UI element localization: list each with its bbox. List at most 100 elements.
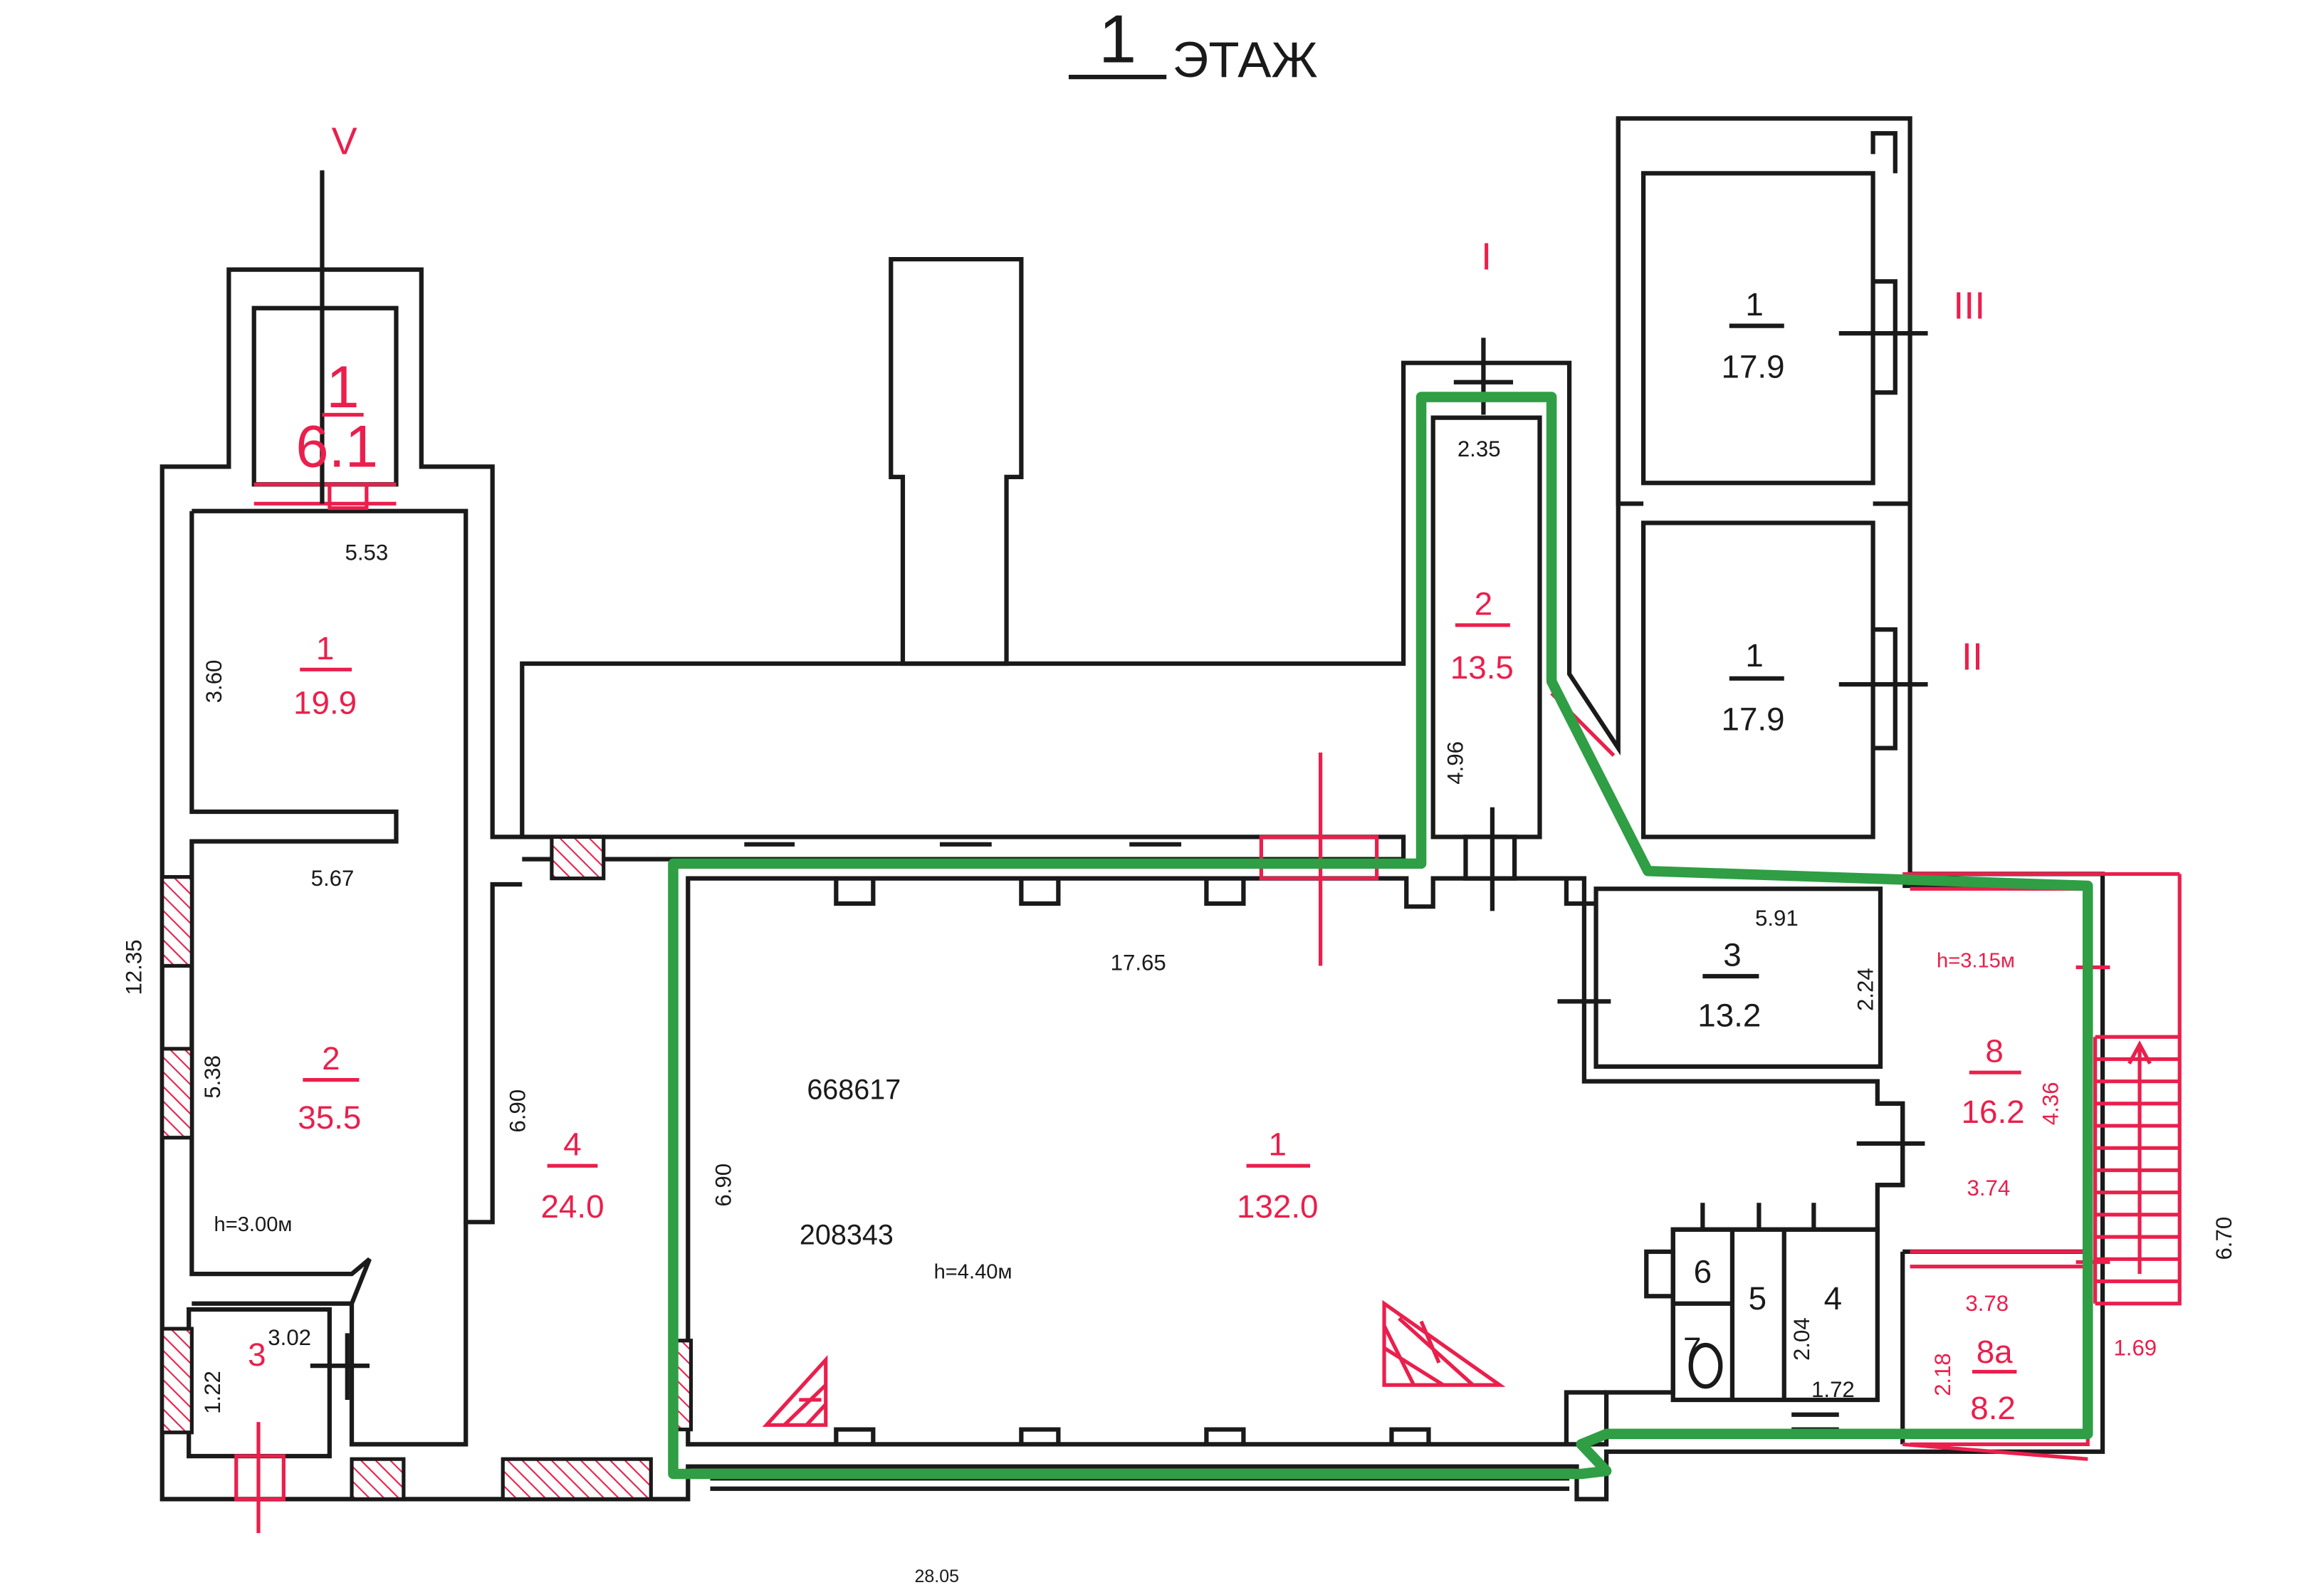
hatch-bottom-2	[501, 1457, 653, 1501]
room-area: 8.2	[1970, 1390, 2016, 1426]
building-walls	[159, 116, 2105, 1502]
room-area: 17.9	[1722, 701, 1785, 738]
room-number: 7	[1683, 1331, 1701, 1367]
room-number: 3	[248, 1336, 266, 1373]
dimension: 2.35	[1457, 436, 1501, 461]
dimension: 2.24	[1853, 968, 1878, 1011]
section-v-label: V	[332, 120, 357, 162]
dimension: 3.60	[201, 660, 226, 703]
section-iii-label: III	[1953, 284, 1985, 327]
window-right	[1873, 279, 1905, 1188]
dimension: 5.53	[345, 540, 388, 565]
dimension: 3.74	[1967, 1176, 2010, 1200]
right-top-rooms-wall	[1641, 171, 1875, 839]
dimension: 1.22	[200, 1371, 225, 1414]
room-area: 6.1	[295, 413, 378, 479]
shaft-inner-wall	[1430, 415, 1542, 839]
room-area: 132.0	[1237, 1188, 1319, 1225]
annex-frame	[1902, 872, 2182, 1461]
room-35-5-inner	[349, 1222, 469, 1447]
room-area: 19.9	[293, 685, 357, 721]
room-area: 35.5	[298, 1099, 361, 1136]
room-number: 1	[1745, 286, 1763, 323]
window-shaft-bottom	[1463, 835, 1517, 881]
hatch-left-3	[160, 1327, 194, 1435]
room-area: 17.9	[1722, 348, 1785, 385]
room-number: 1	[1269, 1126, 1287, 1163]
hall-bottom-notches	[834, 1390, 1607, 1445]
room-area: 24.0	[540, 1188, 604, 1225]
dimension: 3.78	[1965, 1291, 2009, 1316]
dimension: 5.38	[200, 1055, 225, 1099]
section-ii-label: II	[1962, 635, 1983, 678]
room-number: 5	[1749, 1280, 1766, 1317]
left-wing-outer-wall	[159, 116, 2105, 1502]
window-wc	[1791, 1412, 1839, 1432]
dimension: 5.67	[311, 866, 355, 891]
section-lines	[234, 170, 2110, 1534]
window-hall-bottom	[710, 1476, 1570, 1491]
room-number: 3	[1723, 936, 1741, 973]
hall-top-notches	[834, 878, 1596, 906]
section-labels: V I III II	[332, 120, 1986, 678]
stair-arrow	[2127, 1040, 2152, 1275]
toilet-icon	[1688, 1342, 1723, 1389]
dimension-labels: 5.53 3.60 5.67 1 2.35 5.38 6.90 6.90 3.02…	[122, 436, 2236, 1585]
wc-block-wall	[1670, 1227, 1880, 1403]
section-i-label: I	[1481, 236, 1492, 278]
ceiling-height: h=3.15м	[1937, 949, 2015, 972]
room-number: 1	[326, 354, 359, 420]
floor-number: 1	[1099, 1, 1136, 77]
ceiling-height: h=4.40м	[934, 1260, 1012, 1283]
dimension: 6.90	[505, 1089, 530, 1133]
room-area: 13.2	[1697, 998, 1761, 1034]
room-number: 2	[322, 1040, 340, 1077]
hatch-corridor	[550, 835, 606, 881]
ceiling-height: h=3.00м	[214, 1213, 293, 1236]
room-area: 16.2	[1962, 1094, 2025, 1130]
dimension: 2.18	[1930, 1353, 1955, 1396]
dimension: 1.69	[2113, 1336, 2157, 1361]
stair-triangle-left	[762, 1355, 828, 1427]
floor-word: ЭТАЖ	[1173, 31, 1318, 88]
hatch-left-1	[160, 874, 194, 968]
dimension: 5.91	[1755, 906, 1799, 931]
hatched-openings	[160, 835, 693, 1501]
hatch-bottom-1	[350, 1457, 406, 1501]
dimension: 6.90	[711, 1163, 736, 1207]
dimension: 17.65	[1111, 951, 1166, 975]
dimension: 6.70	[2212, 1217, 2236, 1260]
corridor-wall	[522, 835, 1406, 862]
cadastral-codes: 668617 208343	[800, 1074, 901, 1251]
dimension: 4.36	[2038, 1082, 2063, 1126]
hatch-left-2	[160, 1047, 194, 1140]
room-6-1-red-door	[328, 482, 369, 511]
room-number: 8a	[1977, 1334, 2013, 1370]
dimension: 3.02	[268, 1325, 311, 1350]
red-annex	[253, 482, 2182, 1461]
dimension: 1.72	[1811, 1377, 1855, 1402]
right-block-outline	[1616, 118, 1910, 506]
room-labels: 1 6.1 1 19.9 2 35.5 3 4 24.0 1 132.0 2 1…	[248, 286, 2024, 1426]
dimension: 4.96	[1443, 741, 1467, 785]
room-number: 4	[1824, 1280, 1842, 1317]
room-number: 8	[1985, 1033, 2003, 1069]
height-labels: h=3.00м h=4.40м h=3.15м	[214, 949, 2015, 1283]
office-wall	[1593, 886, 1883, 1069]
chimney-block	[889, 256, 1024, 666]
room-number: 2	[1475, 585, 1492, 622]
dimension: 28.05	[915, 1566, 959, 1585]
bottom-left-red-door	[234, 1454, 286, 1501]
stair-triangle-right	[1382, 1299, 1506, 1387]
room-19-9-wall	[192, 508, 523, 1225]
room-number: 6	[1694, 1254, 1712, 1290]
room-number: 4	[563, 1126, 581, 1163]
title: 1 ЭТАЖ	[1068, 1, 1318, 88]
room-number: 1	[316, 630, 334, 666]
dimension: 2.04	[1789, 1317, 1814, 1361]
room-area: 13.5	[1450, 649, 1514, 686]
stairs	[762, 1299, 1506, 1427]
code-label: 208343	[800, 1220, 894, 1251]
code-label: 668617	[807, 1074, 901, 1106]
